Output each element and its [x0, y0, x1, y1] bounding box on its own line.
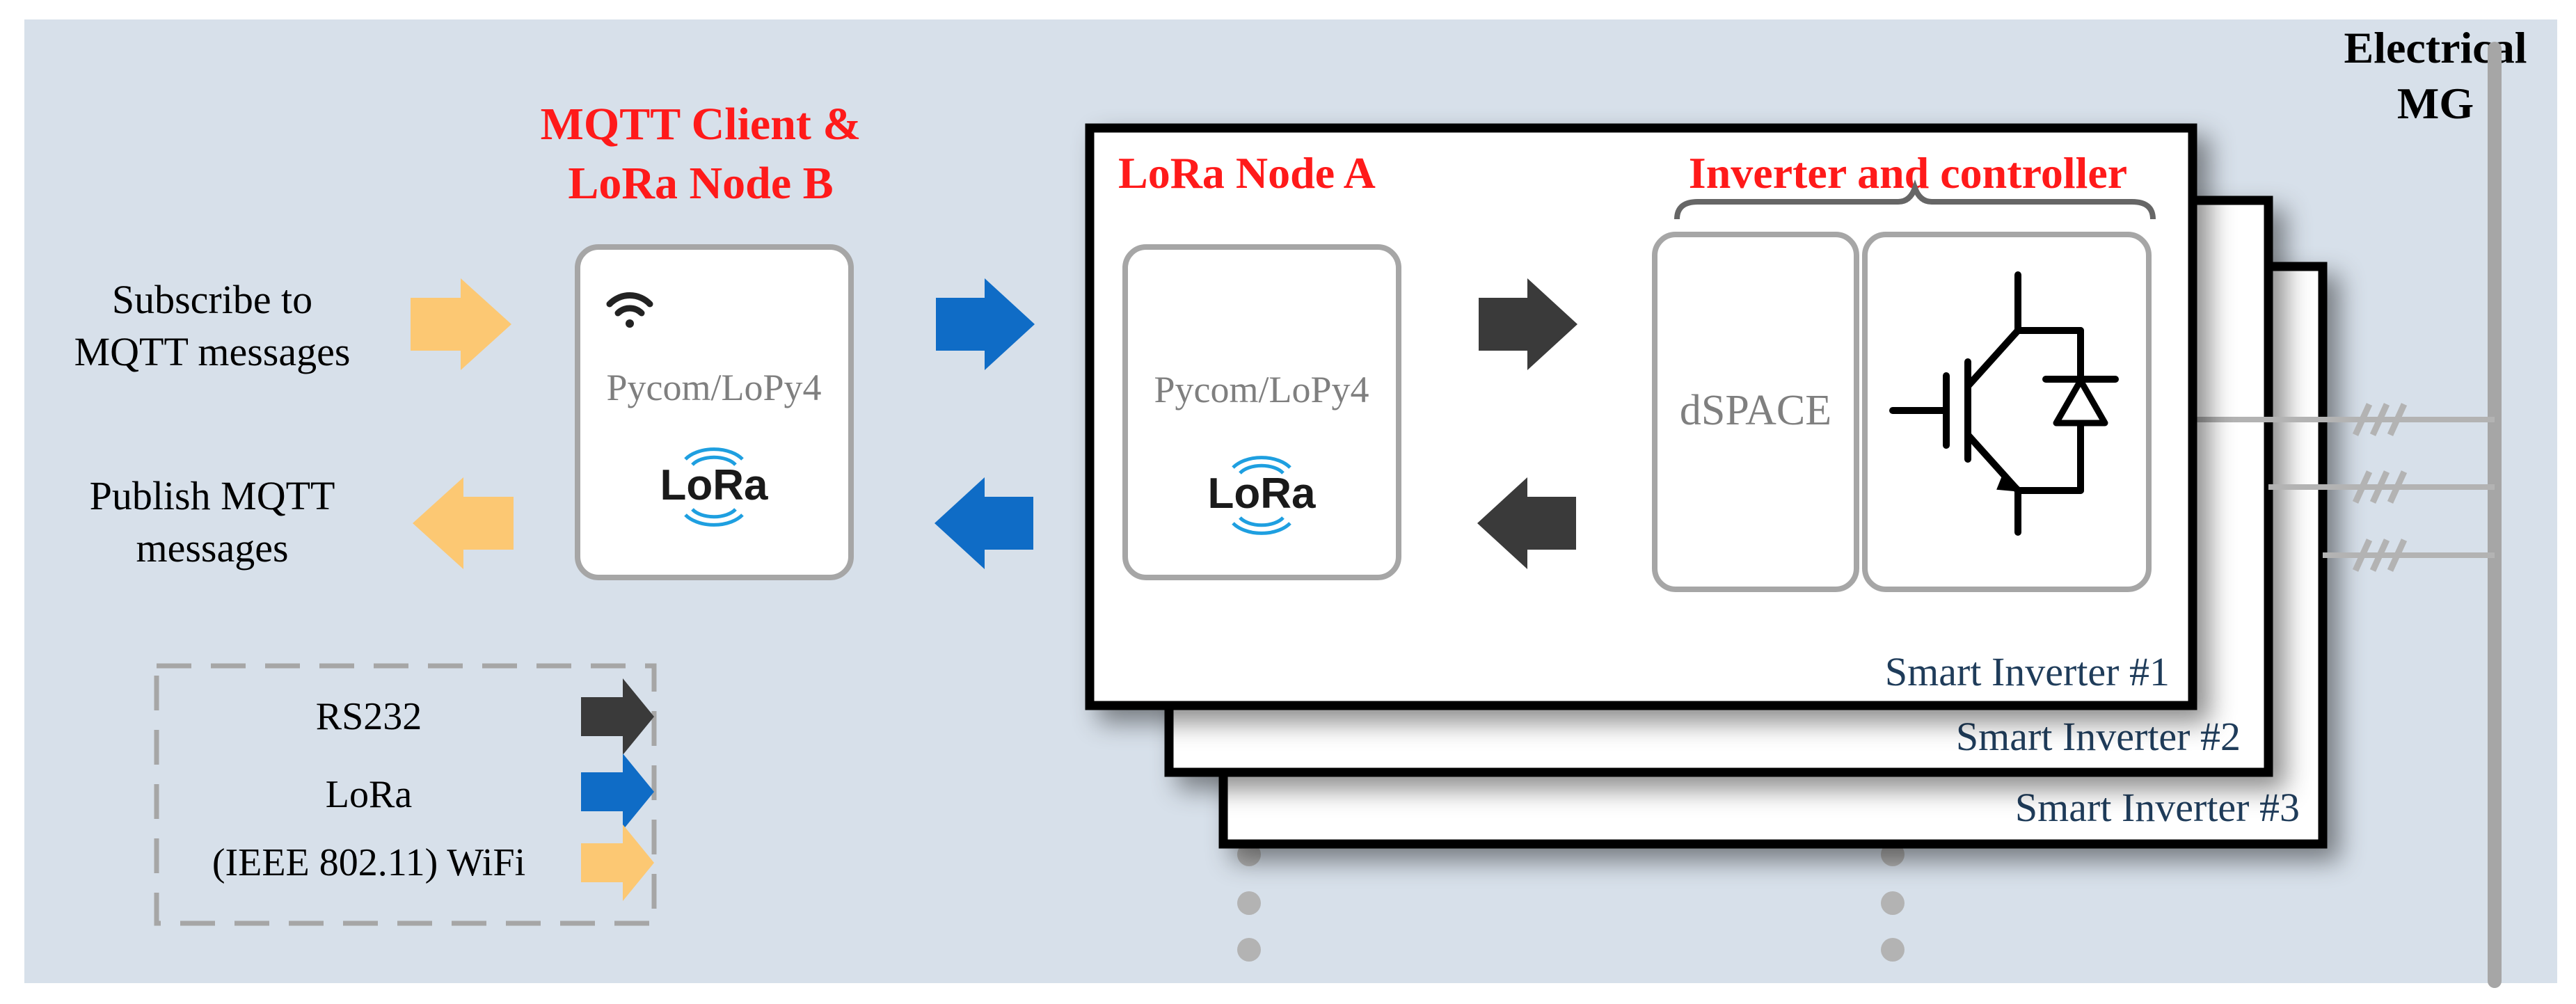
grid-label-line2: MG: [2397, 79, 2474, 128]
legend-rs232-label: RS232: [316, 695, 422, 738]
client-title-line1: MQTT Client &: [541, 99, 861, 150]
legend-box: [154, 663, 657, 926]
rs232-arrow-to-inverter: [1479, 278, 1577, 370]
legend-lora-label: LoRa: [326, 773, 413, 816]
publish-label-line1: Publish MQTT: [90, 473, 335, 518]
diode-triangle: [2053, 377, 2108, 427]
lora-logo-icon: LoRa: [660, 447, 769, 527]
lora-logo-icon: LoRa: [1208, 456, 1317, 535]
inverter-title: Inverter and controller: [1689, 148, 2127, 198]
svg-text:LoRa: LoRa: [660, 461, 769, 509]
publish-label-line2: messages: [136, 525, 288, 571]
client-title-line2: LoRa Node B: [568, 158, 833, 209]
smart-inverter-card-1-label: Smart Inverter #1: [1885, 649, 2170, 694]
three-phase-line-icon: [2188, 403, 2495, 572]
subscribe-label-line2: MQTT messages: [74, 329, 351, 374]
wifi-arrow-subscribe: [411, 278, 511, 370]
subscribe-label-line1: Subscribe to: [112, 277, 312, 322]
dspace-box: [1652, 232, 1859, 592]
legend-wifi-label: (IEEE 802.11) WiFi: [212, 841, 525, 884]
inverter-brace: [1674, 179, 2156, 220]
node-a-device-box: [1122, 244, 1401, 580]
client-device-box: [575, 244, 854, 580]
legend-lora-arrow: [581, 754, 654, 830]
legend-wifi-arrow: [581, 824, 654, 901]
dspace-label: dSPACE: [1680, 387, 1831, 434]
rs232-arrow-to-node-a: [1477, 477, 1576, 569]
inverter-switch-box: [1862, 232, 2152, 592]
igbt-emitter-arrow: [1996, 472, 2026, 493]
node-a-title: LoRa Node A: [1118, 148, 1376, 198]
smart-inverter-card-2-label: Smart Inverter #2: [1956, 714, 2241, 759]
smart-inverter-card-3-label: Smart Inverter #3: [2015, 785, 2300, 830]
legend-rs232-arrow: [581, 678, 654, 755]
node-a-device-label: Pycom/LoPy4: [1154, 369, 1369, 411]
wifi-icon: [606, 292, 653, 328]
wifi-arrow-publish: [413, 477, 514, 569]
client-device-label: Pycom/LoPy4: [606, 367, 821, 408]
lora-arrow-to-client: [935, 477, 1033, 569]
lora-arrow-to-node-a: [936, 278, 1035, 370]
svg-text:LoRa: LoRa: [1208, 470, 1317, 518]
